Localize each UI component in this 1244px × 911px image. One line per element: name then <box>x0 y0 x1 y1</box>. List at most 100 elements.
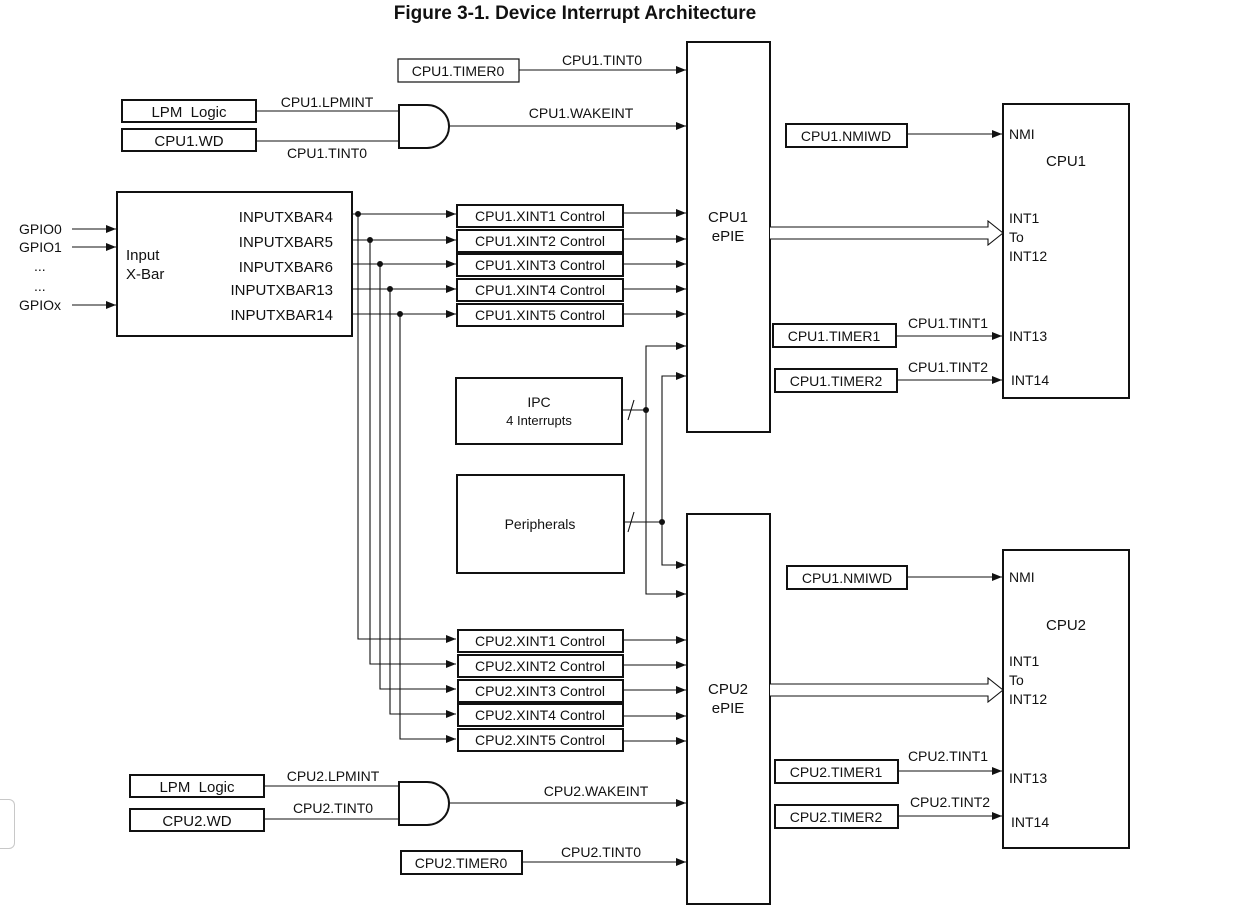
inputxbar4-label: INPUTXBAR4 <box>239 209 333 226</box>
cpu2-xint2-control: CPU2.XINT2 Control <box>457 654 624 678</box>
cpu2-xint4-control: CPU2.XINT4 Control <box>457 703 624 727</box>
cpu1-lpm-logic-box: LPM Logic <box>121 99 257 123</box>
ipc-box: IPC 4 Interrupts <box>455 377 623 445</box>
gpio-ellipsis-1: ... <box>34 258 46 274</box>
svg-text:CPU1.TIMER0: CPU1.TIMER0 <box>412 63 505 79</box>
svg-text:CPU1.XINT2 Control: CPU1.XINT2 Control <box>475 233 605 249</box>
svg-text:CPU1.XINT4 Control: CPU1.XINT4 Control <box>475 282 605 298</box>
gpio-wires <box>72 225 116 309</box>
inputxbar5-label: INPUTXBAR5 <box>239 234 333 251</box>
cpu2-wakeint-label: CPU2.WAKEINT <box>544 783 649 799</box>
svg-text:CPU2.XINT2 Control: CPU2.XINT2 Control <box>475 658 605 674</box>
gpio-ellipsis-2: ... <box>34 278 46 294</box>
cpu2-lpmint-label: CPU2.LPMINT <box>287 768 380 784</box>
cpu1-lpmint-label: CPU1.LPMINT <box>281 94 374 110</box>
xbar-to-cpu1-xint-wires <box>352 210 456 318</box>
cpu1-nmiwd-box: CPU1.NMIWD <box>785 123 908 148</box>
svg-text:CPU1: CPU1 <box>708 209 748 226</box>
cpu2-tint2-label: CPU2.TINT2 <box>910 794 990 810</box>
svg-text:CPU2.XINT5 Control: CPU2.XINT5 Control <box>475 732 605 748</box>
ipc-peripherals-wires <box>622 342 686 598</box>
svg-text:LPM Logic: LPM Logic <box>159 779 235 796</box>
svg-text:CPU1.XINT5 Control: CPU1.XINT5 Control <box>475 307 605 323</box>
cpu2-tint0-to-pie-label: CPU2.TINT0 <box>561 844 641 860</box>
svg-text:NMI: NMI <box>1009 126 1035 142</box>
svg-text:ePIE: ePIE <box>712 228 745 245</box>
svg-text:CPU1.XINT3 Control: CPU1.XINT3 Control <box>475 257 605 273</box>
svg-text:To: To <box>1009 672 1024 688</box>
svg-text:INT13: INT13 <box>1009 328 1047 344</box>
svg-text:ePIE: ePIE <box>712 700 745 717</box>
svg-text:Peripherals: Peripherals <box>505 516 576 532</box>
cpu1-timer2-box: CPU1.TIMER2 <box>774 368 898 393</box>
side-panel-tab[interactable] <box>0 799 15 849</box>
cpu2-nmiwd-box: CPU1.NMIWD <box>786 565 908 590</box>
svg-text:CPU2.XINT3 Control: CPU2.XINT3 Control <box>475 683 605 699</box>
cpu1-tint1-label: CPU1.TINT1 <box>908 315 988 331</box>
cpu1-core-box: CPU1 NMI INT1 To INT12 INT13 INT14 <box>1002 103 1130 399</box>
svg-text:CPU2.WD: CPU2.WD <box>162 813 231 830</box>
cpu2-timer1-box: CPU2.TIMER1 <box>774 759 899 784</box>
cpu2-xint3-control: CPU2.XINT3 Control <box>457 679 624 703</box>
cpu1-xint1-control: CPU1.XINT1 Control <box>456 204 624 228</box>
cpu1-tint2-label: CPU1.TINT2 <box>908 359 988 375</box>
cpu1-xint5-control: CPU1.XINT5 Control <box>456 303 624 327</box>
svg-text:INT12: INT12 <box>1009 691 1047 707</box>
svg-text:CPU2.TIMER1: CPU2.TIMER1 <box>790 764 883 780</box>
gpio0-label: GPIO0 <box>19 221 62 237</box>
cpu1-xint4-control: CPU1.XINT4 Control <box>456 278 624 302</box>
cpu2-core-box: CPU2 NMI INT1 To INT12 INT13 INT14 <box>1002 549 1130 849</box>
cpu1-and-gate <box>398 104 450 149</box>
cpu2-lpm-logic-box: LPM Logic <box>129 774 265 798</box>
cpu2-epie-box: CPU2 ePIE <box>686 513 771 905</box>
cpu2-tint1-label: CPU2.TINT1 <box>908 748 988 764</box>
cpu1-timer0-box: CPU1.TIMER0 <box>397 58 520 83</box>
svg-text:4 Interrupts: 4 Interrupts <box>506 413 572 428</box>
svg-text:INT14: INT14 <box>1011 814 1049 830</box>
cpu1-wd-tint0-label: CPU1.TINT0 <box>287 145 367 161</box>
gpio1-label: GPIO1 <box>19 239 62 255</box>
cpu1-tint0-to-pie-label: CPU1.TINT0 <box>562 52 642 68</box>
cpu2-right-wires <box>770 573 1004 820</box>
inputxbar13-label: INPUTXBAR13 <box>230 282 333 299</box>
svg-text:X-Bar: X-Bar <box>126 266 164 283</box>
cpu1-xint3-control: CPU1.XINT3 Control <box>456 253 624 277</box>
cpu1-wd-box: CPU1.WD <box>121 128 257 152</box>
peripherals-box: Peripherals <box>456 474 625 574</box>
inputxbar6-label: INPUTXBAR6 <box>239 259 333 276</box>
svg-text:INT13: INT13 <box>1009 770 1047 786</box>
svg-text:INT14: INT14 <box>1011 372 1049 388</box>
cpu2-bottom-wires <box>264 785 686 866</box>
svg-text:CPU1.TIMER1: CPU1.TIMER1 <box>788 328 881 344</box>
svg-text:CPU1.TIMER2: CPU1.TIMER2 <box>790 373 883 389</box>
svg-text:CPU2.XINT4 Control: CPU2.XINT4 Control <box>475 707 605 723</box>
svg-text:CPU2.TIMER2: CPU2.TIMER2 <box>790 809 883 825</box>
cpu2-and-gate <box>398 781 450 826</box>
svg-text:CPU2: CPU2 <box>708 681 748 698</box>
cpu2-wd-tint0-label: CPU2.TINT0 <box>293 800 373 816</box>
svg-text:To: To <box>1009 229 1024 245</box>
svg-text:Input: Input <box>126 247 160 264</box>
cpu1-xint-to-epie-wires <box>623 209 686 318</box>
figure-title: Figure 3-1. Device Interrupt Architectur… <box>394 3 757 24</box>
cpu2-wd-box: CPU2.WD <box>129 808 265 832</box>
svg-text:CPU1.NMIWD: CPU1.NMIWD <box>801 128 891 144</box>
cpu1-epie-box: CPU1 ePIE <box>686 41 771 433</box>
cpu1-right-wires <box>770 130 1004 384</box>
svg-text:CPU1.WD: CPU1.WD <box>154 133 223 150</box>
cpu2-core-label: CPU2 <box>1046 617 1086 634</box>
svg-text:LPM Logic: LPM Logic <box>151 104 227 121</box>
cpu2-timer0-box: CPU2.TIMER0 <box>400 850 523 875</box>
svg-text:NMI: NMI <box>1009 569 1035 585</box>
svg-text:CPU1.XINT1 Control: CPU1.XINT1 Control <box>475 208 605 224</box>
svg-text:IPC: IPC <box>527 394 550 410</box>
cpu1-top-wires <box>256 66 686 142</box>
cpu2-timer2-box: CPU2.TIMER2 <box>774 804 899 829</box>
svg-text:INT1: INT1 <box>1009 210 1040 226</box>
xbar-to-cpu2-xint-wires <box>357 214 456 743</box>
svg-text:CPU2.XINT1 Control: CPU2.XINT1 Control <box>475 633 605 649</box>
svg-text:INT1: INT1 <box>1009 653 1040 669</box>
cpu1-wakeint-label: CPU1.WAKEINT <box>529 105 634 121</box>
cpu2-xint5-control: CPU2.XINT5 Control <box>457 728 624 752</box>
